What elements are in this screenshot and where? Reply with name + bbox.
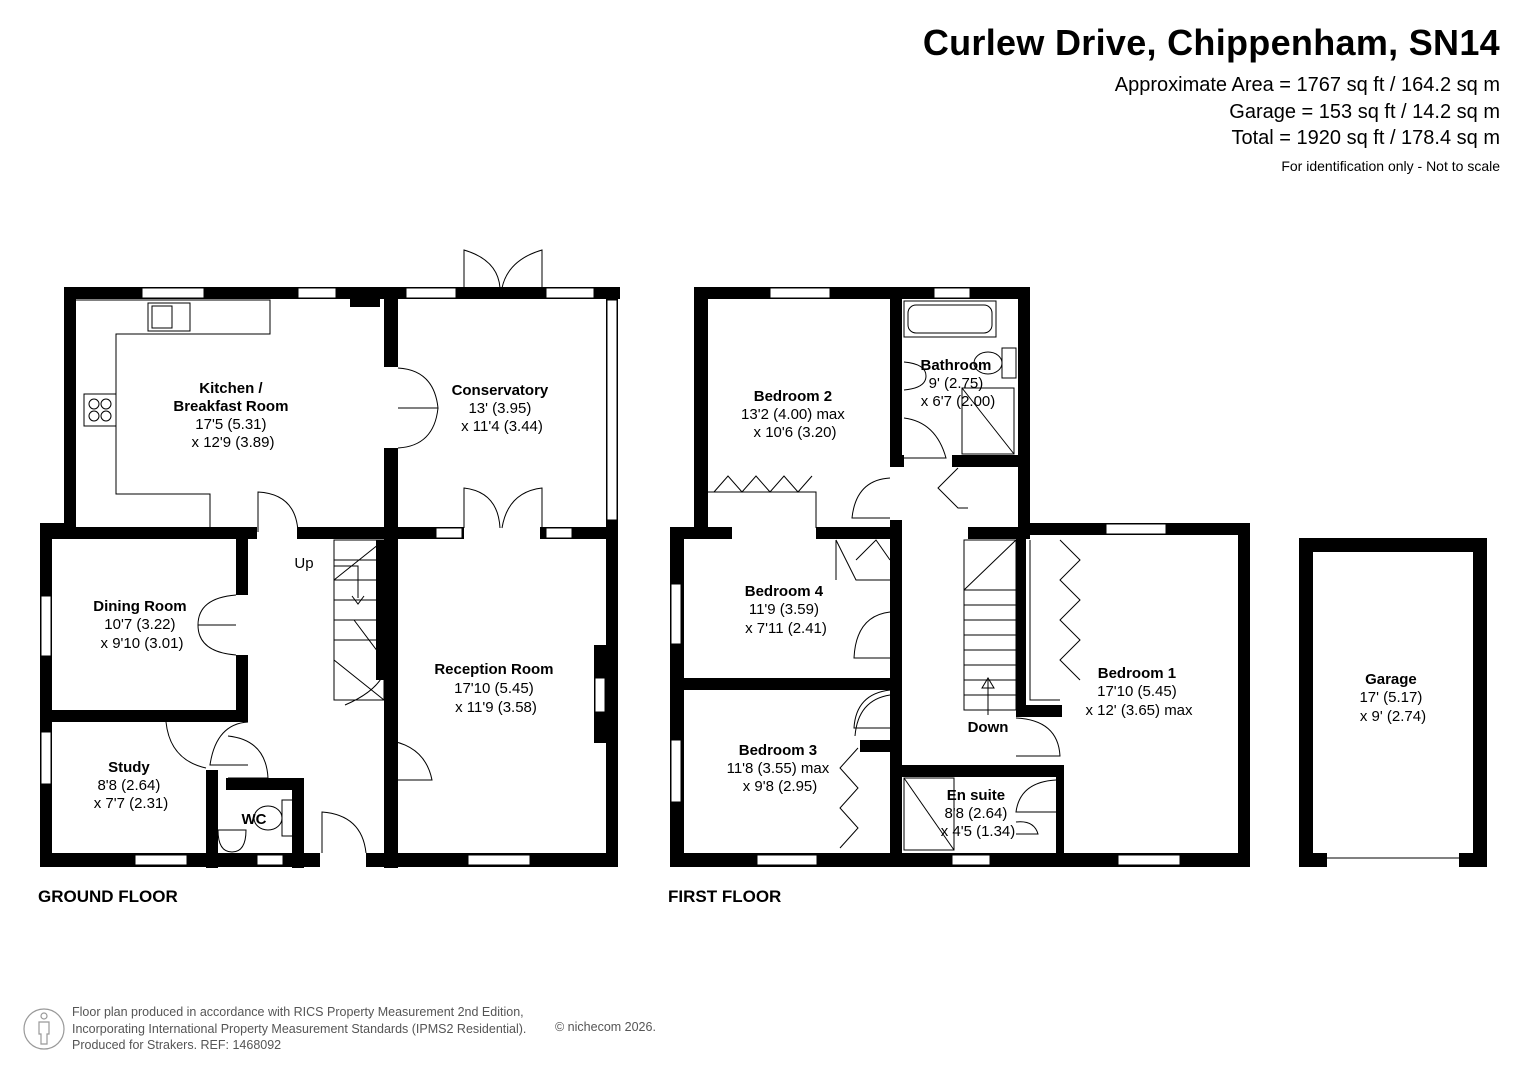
- page-title: Curlew Drive, Chippenham, SN14: [922, 22, 1500, 63]
- ground-floor-label: GROUND FLOOR: [38, 887, 178, 906]
- ground-floor-fixtures: [40, 249, 618, 866]
- garage-dim-2: x 9' (2.74): [1360, 708, 1426, 725]
- bedroom2-dim-1: 13'2 (4.00) max: [741, 406, 845, 423]
- conservatory-name: Conservatory: [452, 382, 549, 399]
- dining-dim-1: 10'7 (3.22): [104, 616, 175, 633]
- svg-text:Bedroom 1 17'10 (5.45): Bedroom 1 17'10 (5.45) x 12' (3.65) max: [1085, 665, 1193, 719]
- kitchen-dim-2: x 12'9 (3.89): [192, 434, 275, 451]
- dining-dim-2: x 9'10 (3.01): [101, 635, 184, 652]
- reception-name: Reception Room: [434, 661, 553, 678]
- kitchen-name-2: Breakfast Room: [173, 398, 288, 415]
- study-dim-2: x 7'7 (2.31): [94, 795, 169, 812]
- bedroom4-name: Bedroom 4: [745, 583, 824, 600]
- bathroom-dim-2: x 6'7 (2.00): [921, 393, 996, 410]
- dining-name: Dining Room: [93, 598, 186, 615]
- conservatory-dim-2: x 11'4 (3.44): [461, 418, 543, 435]
- svg-text:Bathroom 9' (2.75) x 6: Bathroom 9' (2.75) x 6'7 (2.00): [920, 357, 995, 410]
- kitchen-name-1: Kitchen /: [199, 380, 263, 397]
- ensuite-name: En suite: [947, 787, 1005, 804]
- bedroom2-dim-2: x 10'6 (3.20): [754, 424, 837, 441]
- svg-text:Reception Room 17'10 (5.45: Reception Room 17'10 (5.45) x 11'9 (3.58…: [434, 661, 557, 716]
- footer-line-1: Floor plan produced in accordance with R…: [72, 1005, 524, 1019]
- svg-text:Conservatory 13' (3.95): Conservatory 13' (3.95) x 11'4 (3.44): [452, 382, 553, 435]
- approximate-area: Approximate Area = 1767 sq ft / 164.2 sq…: [1114, 74, 1500, 96]
- stairs-down-label: Down: [968, 719, 1009, 736]
- bedroom3-name: Bedroom 3: [739, 742, 817, 759]
- svg-text:Bedroom 4 11'9 (3.59): Bedroom 4 11'9 (3.59) x 7'11 (2.41): [745, 583, 828, 637]
- bathroom-dim-1: 9' (2.75): [929, 375, 984, 392]
- svg-text:Bedroom 2 13'2 (4.00) max: Bedroom 2 13'2 (4.00) max x 10'6 (3.20): [741, 388, 849, 441]
- bedroom1-dim-1: 17'10 (5.45): [1097, 683, 1177, 700]
- person-logo-icon: [23, 1008, 65, 1050]
- garage-plan: [1299, 538, 1487, 867]
- garage-name: Garage: [1365, 671, 1417, 688]
- svg-text:En suite 8'8 (2.64) x: En suite 8'8 (2.64) x 4'5 (1.34): [941, 787, 1016, 840]
- study-name: Study: [108, 759, 150, 776]
- svg-text:Bedroom 3 11'8 (3.55) max: Bedroom 3 11'8 (3.55) max x 9'8 (2.95): [727, 742, 834, 795]
- svg-text:Study 8'8 (2.64) x 7'7: Study 8'8 (2.64) x 7'7 (2.31): [94, 759, 169, 812]
- bedroom3-dim-1: 11'8 (3.55) max: [727, 760, 830, 777]
- bedroom3-dim-2: x 9'8 (2.95): [743, 778, 818, 795]
- reception-dim-1: 17'10 (5.45): [454, 680, 534, 697]
- bedroom4-dim-1: 11'9 (3.59): [749, 601, 819, 618]
- svg-text:Garage 17' (5.17) x 9': Garage 17' (5.17) x 9' (2.74): [1359, 671, 1426, 725]
- svg-text:WC: WC: [242, 811, 267, 828]
- bedroom1-name: Bedroom 1: [1098, 665, 1176, 682]
- bathroom-name: Bathroom: [920, 357, 991, 374]
- ensuite-dim-2: x 4'5 (1.34): [941, 823, 1016, 840]
- bedroom1-dim-2: x 12' (3.65) max: [1085, 702, 1193, 719]
- study-dim-1: 8'8 (2.64): [97, 777, 160, 794]
- garage-area: Garage = 153 sq ft / 14.2 sq m: [1229, 101, 1500, 123]
- conservatory-dim-1: 13' (3.95): [468, 400, 531, 417]
- total-area: Total = 1920 sq ft / 178.4 sq m: [1231, 127, 1501, 149]
- stairs-up-label: Up: [294, 555, 313, 572]
- copyright: © nichecom 2026.: [555, 1020, 656, 1034]
- garage-dim-1: 17' (5.17): [1359, 689, 1422, 706]
- first-floor-fixtures: [670, 287, 1181, 866]
- footer-line-2: Incorporating International Property Mea…: [72, 1021, 527, 1036]
- bedroom4-dim-2: x 7'11 (2.41): [745, 620, 827, 637]
- scale-note: For identification only - Not to scale: [1281, 158, 1500, 174]
- reception-dim-2: x 11'9 (3.58): [455, 699, 537, 716]
- first-floor-label: FIRST FLOOR: [668, 887, 781, 906]
- svg-text:Kitchen / Breakfast Room: Kitchen / Breakfast Room 17'5 (5.31) x 1…: [173, 380, 292, 451]
- svg-text:Dining Room 10'7 (3.22): Dining Room 10'7 (3.22) x 9'10 (3.01): [93, 598, 191, 652]
- footer-line-3: Produced for Strakers. REF: 1468092: [72, 1038, 282, 1052]
- bedroom2-name: Bedroom 2: [754, 388, 832, 405]
- ensuite-dim-1: 8'8 (2.64): [944, 805, 1007, 822]
- wc-name: WC: [242, 811, 267, 828]
- kitchen-dim-1: 17'5 (5.31): [195, 416, 266, 433]
- footer-text: Floor plan produced in accordance with R…: [72, 1004, 526, 1054]
